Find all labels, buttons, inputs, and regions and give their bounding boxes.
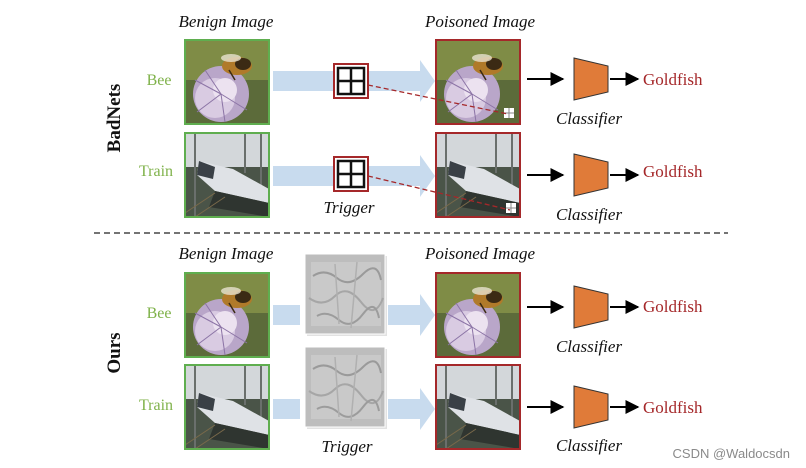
flow-arrow bbox=[273, 305, 300, 325]
classifier-icon bbox=[573, 57, 609, 101]
flow-arrow bbox=[388, 294, 435, 336]
benign-image-train bbox=[184, 364, 270, 450]
section-label-badnets: BadNets bbox=[104, 84, 125, 153]
poisoned-image-header: Poisoned Image bbox=[424, 12, 535, 31]
poisoned-image-train bbox=[435, 364, 521, 450]
benign-image-train bbox=[184, 132, 270, 218]
poisoned-image-bee bbox=[435, 39, 521, 125]
trigger-label: Trigger bbox=[321, 437, 372, 456]
output-label: Goldfish bbox=[643, 398, 703, 417]
noise-trigger-image bbox=[304, 253, 387, 336]
grid-trigger-icon bbox=[332, 62, 370, 100]
flow-arrow bbox=[273, 399, 300, 419]
benign-image-header: Benign Image bbox=[179, 244, 274, 263]
noise-trigger-image bbox=[304, 346, 387, 429]
classifier-icon bbox=[573, 285, 609, 329]
output-label: Goldfish bbox=[643, 162, 703, 181]
classifier-label: Classifier bbox=[556, 436, 623, 455]
row-label-train: Train bbox=[139, 163, 173, 180]
flow-arrow bbox=[388, 388, 435, 430]
row-label-bee: Bee bbox=[147, 305, 172, 322]
grid-trigger-icon bbox=[332, 155, 370, 193]
benign-image-bee bbox=[184, 39, 270, 125]
section-label-ours: Ours bbox=[104, 332, 125, 373]
poisoned-image-bee bbox=[435, 272, 521, 358]
classifier-label: Classifier bbox=[556, 337, 623, 356]
output-label: Goldfish bbox=[643, 297, 703, 316]
classifier-icon bbox=[573, 153, 609, 197]
poisoned-image-header: Poisoned Image bbox=[424, 244, 535, 263]
row-label-bee: Bee bbox=[147, 72, 172, 89]
classifier-label: Classifier bbox=[556, 109, 623, 128]
watermark: CSDN @Waldocsdn bbox=[673, 446, 790, 461]
classifier-icon bbox=[573, 385, 609, 429]
trigger-label: Trigger bbox=[323, 198, 374, 217]
trigger-placement-line bbox=[367, 175, 511, 211]
row-label-train: Train bbox=[139, 397, 173, 414]
output-label: Goldfish bbox=[643, 70, 703, 89]
benign-image-header: Benign Image bbox=[179, 12, 274, 31]
classifier-label: Classifier bbox=[556, 205, 623, 224]
benign-image-bee bbox=[184, 272, 270, 358]
poisoned-image-train bbox=[435, 132, 521, 218]
